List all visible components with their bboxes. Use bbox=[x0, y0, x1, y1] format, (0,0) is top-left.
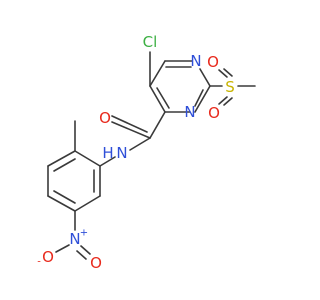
bond bbox=[111, 121, 151, 139]
bond bbox=[53, 158, 76, 172]
bond bbox=[55, 244, 70, 253]
bond bbox=[199, 68, 211, 87]
bonds bbox=[47, 51, 256, 260]
nitro-oxygen-charge: - bbox=[37, 257, 41, 268]
bond bbox=[74, 150, 101, 167]
bond bbox=[149, 60, 166, 87]
bond bbox=[194, 85, 211, 113]
bond bbox=[149, 111, 166, 139]
sulfonyl-oxygen-left: O bbox=[207, 53, 219, 71]
bond bbox=[223, 68, 233, 77]
bond bbox=[194, 89, 204, 107]
bond bbox=[156, 87, 170, 109]
amide-nitrogen: N bbox=[116, 144, 127, 162]
bond bbox=[80, 245, 91, 255]
bond bbox=[76, 250, 87, 260]
amide-hydrogen: H bbox=[102, 144, 113, 162]
bond bbox=[129, 137, 151, 151]
atom-labels: Cl N N O S O O N H N + O - O bbox=[37, 33, 235, 272]
bond bbox=[47, 195, 76, 212]
bond bbox=[149, 85, 166, 113]
nitro-nitrogen-charge: + bbox=[80, 228, 88, 239]
ring-nitrogen-bottom: N bbox=[184, 103, 195, 121]
bond bbox=[99, 156, 116, 167]
bond bbox=[218, 96, 228, 105]
molecule-structure: Cl N N O S O O N H N + O - O bbox=[37, 33, 256, 272]
bond bbox=[47, 150, 76, 167]
bond bbox=[223, 97, 233, 106]
bond bbox=[111, 115, 148, 133]
nitro-oxygen-left: O bbox=[42, 248, 54, 266]
bond bbox=[53, 190, 76, 204]
ring-nitrogen-top: N bbox=[190, 52, 201, 70]
sulfur-atom: S bbox=[225, 78, 235, 96]
bond bbox=[74, 195, 101, 212]
chlorine-atom: Cl bbox=[143, 33, 158, 51]
sulfonyl-oxygen-bottom: O bbox=[208, 104, 220, 122]
amide-oxygen: O bbox=[99, 109, 111, 127]
nitro-nitrogen: N bbox=[69, 230, 80, 248]
molecule-canvas: Cl N N O S O O N H N + O - O bbox=[37, 33, 256, 272]
nitro-oxygen-right: O bbox=[90, 254, 102, 272]
bond bbox=[218, 69, 228, 78]
